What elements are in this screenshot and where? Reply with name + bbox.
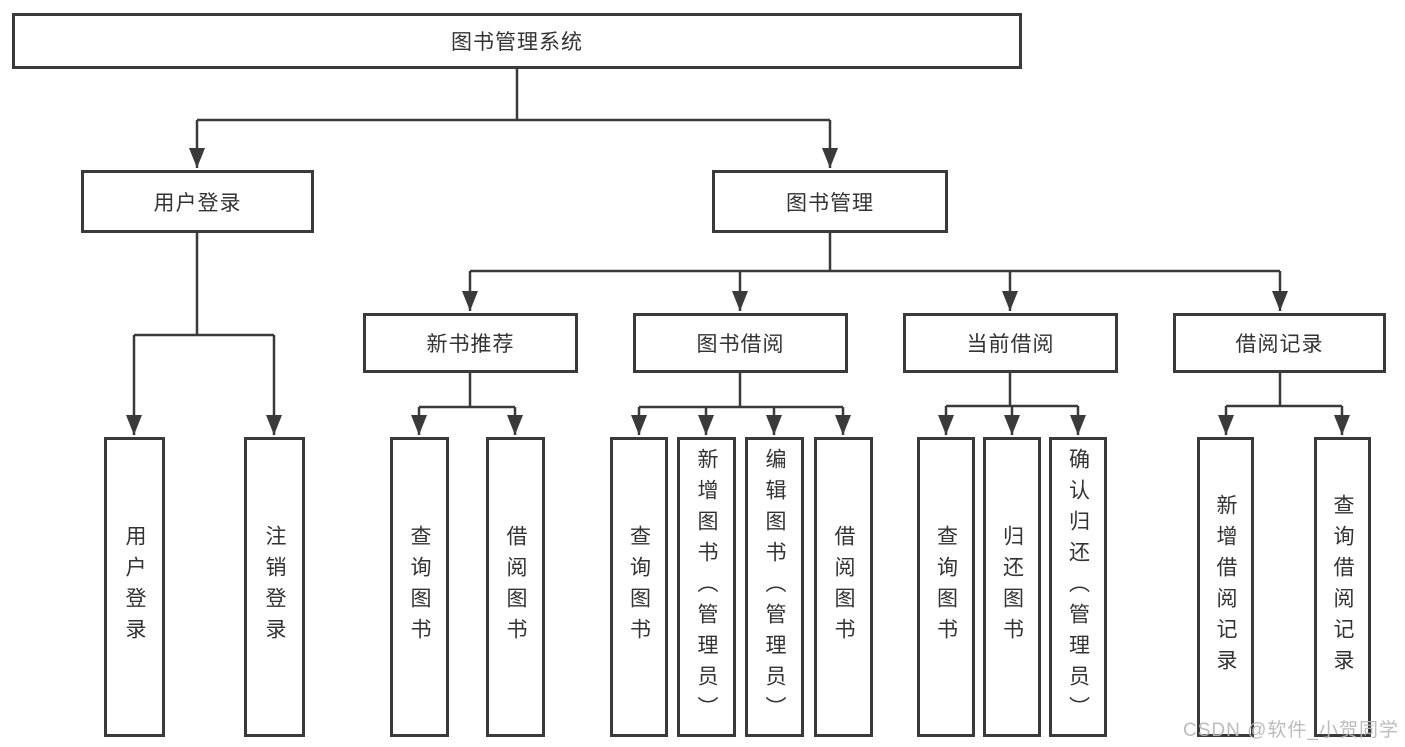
connector-new-books-children <box>411 373 523 435</box>
leaf-current-borrow-confirm: 确认归还（管理员） <box>1049 437 1107 737</box>
leaf-current-borrow-return-label: 归还图书 <box>1000 525 1024 649</box>
node-borrow-records: 借阅记录 <box>1173 313 1386 373</box>
leaf-user-login-label: 用户登录 <box>123 525 146 649</box>
leaf-current-borrow-query-label: 查询图书 <box>934 525 958 649</box>
leaf-book-borrow-borrow: 借阅图书 <box>814 437 873 737</box>
leaf-borrow-records-query: 查询借阅记录 <box>1314 437 1371 737</box>
leaf-book-borrow-query-label: 查询图书 <box>627 525 651 649</box>
leaf-borrow-records-query-label: 查询借阅记录 <box>1331 494 1354 680</box>
node-user-login-label: 用户登录 <box>153 191 242 215</box>
leaf-book-borrow-add-label: 新增图书（管理员） <box>695 447 718 727</box>
connector-user-login-children <box>126 233 282 435</box>
node-borrow-records-label: 借阅记录 <box>1235 333 1324 356</box>
leaf-book-borrow-query: 查询图书 <box>610 437 668 737</box>
connector-borrow-records-children <box>1218 373 1350 435</box>
leaf-new-books-borrow: 借阅图书 <box>486 437 545 737</box>
leaf-borrow-records-add: 新增借阅记录 <box>1197 437 1254 737</box>
leaf-book-borrow-borrow-label: 借阅图书 <box>832 525 855 649</box>
leaf-current-borrow-query: 查询图书 <box>917 437 975 737</box>
connector-current-borrow-children <box>938 373 1086 435</box>
leaf-book-borrow-edit-label: 编辑图书（管理员） <box>763 447 786 727</box>
leaf-new-books-query: 查询图书 <box>390 437 449 737</box>
node-current-borrow-label: 当前借阅 <box>966 333 1055 356</box>
leaf-logout: 注销登录 <box>244 437 305 737</box>
csdn-watermark: CSDN @软件_小贺同学 <box>1183 720 1399 741</box>
node-book-mgmt-label: 图书管理 <box>786 191 874 215</box>
node-root: 图书管理系统 <box>12 13 1022 69</box>
node-book-borrow-label: 图书借阅 <box>696 333 785 356</box>
leaf-book-borrow-edit: 编辑图书（管理员） <box>745 437 804 737</box>
leaf-book-borrow-add: 新增图书（管理员） <box>677 437 736 737</box>
node-user-login: 用户登录 <box>81 170 314 233</box>
leaf-current-borrow-confirm-label: 确认归还（管理员） <box>1066 447 1090 727</box>
connector-book-borrow-children <box>631 373 851 435</box>
connector-book-mgmt-children <box>462 233 1288 311</box>
node-new-books-label: 新书推荐 <box>426 333 515 356</box>
node-book-mgmt: 图书管理 <box>712 170 948 233</box>
node-root-label: 图书管理系统 <box>451 31 583 54</box>
node-new-books: 新书推荐 <box>363 313 578 373</box>
node-book-borrow: 图书借阅 <box>633 313 848 373</box>
leaf-new-books-query-label: 查询图书 <box>408 525 431 649</box>
leaf-logout-label: 注销登录 <box>263 525 286 649</box>
leaf-current-borrow-return: 归还图书 <box>983 437 1041 737</box>
leaf-user-login: 用户登录 <box>104 437 165 737</box>
connector-root-to-level2 <box>189 68 838 168</box>
node-current-borrow: 当前借阅 <box>903 313 1118 373</box>
leaf-new-books-borrow-label: 借阅图书 <box>504 525 527 649</box>
leaf-borrow-records-add-label: 新增借阅记录 <box>1214 494 1237 680</box>
